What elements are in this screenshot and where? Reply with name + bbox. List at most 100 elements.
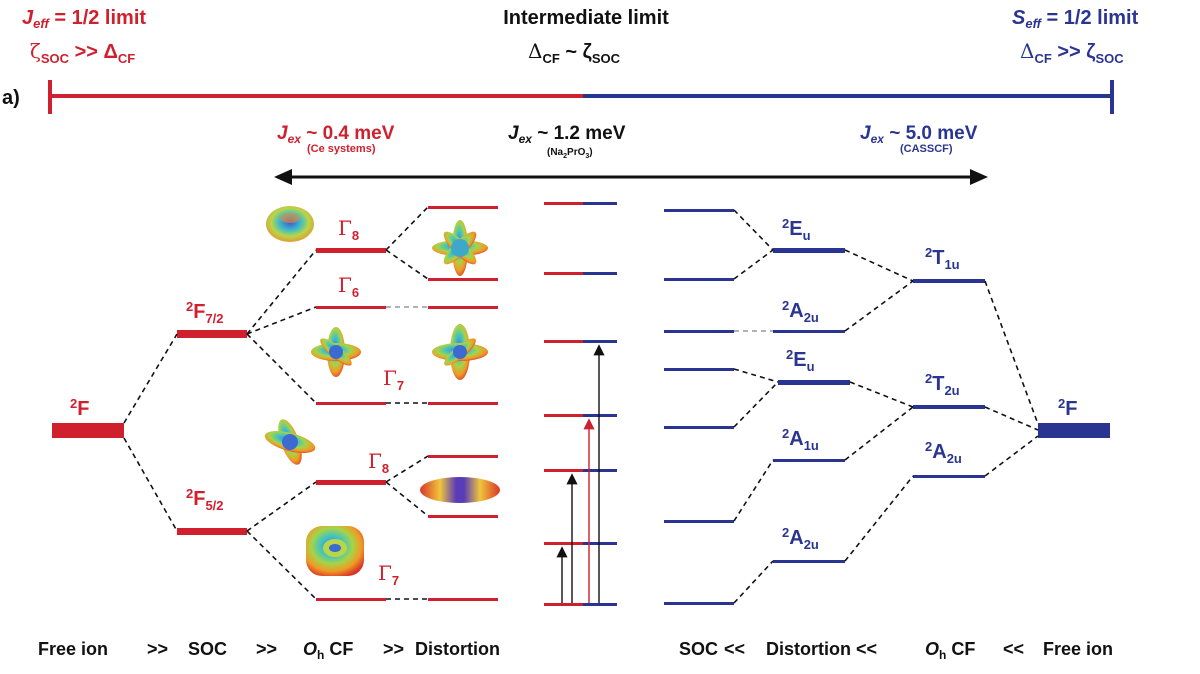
left-level-diagram: 2F 2F7/2 2F5/2 Γ8 Γ6 Γ7 Γ8 Γ7 — [52, 206, 498, 601]
panel-label: a) — [2, 87, 20, 109]
caption-op-3: >> — [383, 639, 404, 659]
free-ion-label-right: 2F — [1058, 396, 1077, 420]
rdist-level-1 — [664, 209, 734, 212]
gamma7-bottom-label: Γ7 — [378, 561, 399, 588]
middle-level-3 — [544, 340, 617, 343]
exchange-middle: Jex ~ 1.2 meV — [508, 123, 626, 146]
bottom-left-caption: Free ion >> SOC >> Oh CF >> Distortion — [38, 639, 500, 662]
a2u-bottom-level — [773, 560, 845, 563]
gamma7-bottom-level — [316, 598, 386, 601]
caption-op-4: << — [724, 639, 745, 659]
rdist-level-3 — [664, 330, 734, 333]
dist-level-1 — [428, 206, 498, 209]
right-limit-relation: ΔCF >> ζSOC — [1020, 39, 1124, 66]
middle-level-7 — [544, 603, 617, 606]
free-ion-level-right — [1038, 423, 1110, 438]
exchange-left: Jex ~ 0.4 meV — [277, 123, 395, 146]
f72-label: 2F7/2 — [186, 299, 224, 326]
caption-distortion-left: Distortion — [415, 639, 500, 659]
left-connectors — [123, 206, 429, 600]
rdist-level-6 — [664, 520, 734, 523]
caption-free-ion-right: Free ion — [1043, 639, 1113, 659]
caption-op-2: >> — [256, 639, 277, 659]
f72-level — [177, 330, 247, 338]
caption-op-1: >> — [147, 639, 168, 659]
gamma8-top-level — [316, 248, 386, 253]
t2u-level — [913, 405, 985, 409]
caption-distortion-right: Distortion — [766, 639, 851, 659]
free-ion-level-left — [52, 423, 124, 438]
f52-level — [177, 528, 247, 535]
dist-level-3 — [428, 306, 498, 309]
gamma7-top-label: Γ7 — [383, 366, 404, 393]
t1u-level — [913, 279, 985, 283]
caption-soc-right: SOC — [679, 639, 718, 659]
gamma8-bottom-level — [316, 480, 386, 485]
right-connectors — [733, 209, 1039, 604]
free-ion-label-left: 2F — [70, 396, 89, 420]
exchange-arrow-right-head — [970, 169, 988, 185]
caption-oh-cf-right: Oh CF — [925, 639, 975, 662]
a2u-top-level — [773, 330, 845, 333]
rdist-level-4 — [664, 368, 734, 371]
middle-level-2 — [544, 272, 617, 275]
gamma7-top-level — [316, 402, 386, 405]
middle-level-stack — [544, 202, 617, 606]
f52-label: 2F5/2 — [186, 486, 224, 513]
eu-mid-level — [778, 380, 850, 385]
dist-level-7 — [428, 598, 498, 601]
caption-oh-cf-left: Oh CF — [303, 639, 353, 662]
middle-level-1 — [544, 202, 617, 205]
t2u-label: 2T2u — [925, 371, 960, 398]
rdist-level-5 — [664, 426, 734, 429]
caption-soc-left: SOC — [188, 639, 227, 659]
gamma8-bottom-label: Γ8 — [368, 449, 389, 476]
gamma6-level — [316, 306, 386, 309]
rdist-level-2 — [664, 278, 734, 281]
dist-level-2 — [428, 278, 498, 281]
dist-level-4 — [428, 402, 498, 405]
middle-limit-title: Intermediate limit — [503, 7, 669, 29]
orbital-cube — [306, 526, 364, 576]
exchange-middle-note: (Na2PrO3) — [547, 147, 593, 160]
eu-mid-label: 2Eu — [786, 347, 815, 374]
middle-limit-relation: ΔCF ~ ζSOC — [528, 39, 621, 66]
caption-op-5: << — [856, 639, 877, 659]
dist-level-5 — [428, 455, 498, 458]
eu-top-level — [773, 248, 845, 253]
gamma8-top-label: Γ8 — [338, 216, 359, 243]
right-limit-title: Seff = 1/2 limit — [1012, 7, 1139, 31]
a2u-oh-level — [913, 475, 985, 478]
orbital-cross — [264, 419, 316, 465]
middle-level-5 — [544, 469, 617, 472]
left-limit-title: Jeff = 1/2 limit — [22, 7, 146, 31]
exchange-right: Jex ~ 5.0 meV — [860, 123, 978, 146]
exchange-left-note: (Ce systems) — [307, 143, 376, 155]
a2u-oh-label: 2A2u — [925, 439, 962, 466]
a2u-top-label: 2A2u — [782, 298, 819, 325]
orbital-star-top — [432, 220, 488, 276]
dist-level-6 — [428, 515, 498, 518]
orbital-clover-left — [311, 327, 361, 377]
middle-level-6 — [544, 542, 617, 545]
orbital-dumbbell — [420, 477, 500, 503]
t1u-label: 2T1u — [925, 245, 960, 272]
a1u-level — [773, 459, 845, 462]
exchange-arrow-left-head — [274, 169, 292, 185]
a1u-label: 2A1u — [782, 426, 819, 453]
left-limit-relation: ζSOC >> ΔCF — [30, 39, 135, 66]
orbital-clover-right — [432, 324, 488, 380]
orbital-disc — [266, 206, 314, 242]
a2u-bottom-label: 2A2u — [782, 525, 819, 552]
rdist-level-7 — [664, 602, 734, 605]
bottom-right-caption: SOC << Distortion << Oh CF << Free ion — [679, 639, 1113, 662]
orbital-shapes — [264, 206, 500, 576]
exchange-right-note: (CASSCF) — [900, 143, 953, 155]
caption-free-ion-left: Free ion — [38, 639, 108, 659]
right-level-diagram: 2Eu 2A2u 2Eu 2A1u 2A2u 2T1u 2T2u 2A2u 2F — [664, 209, 1110, 605]
caption-op-6: << — [1003, 639, 1024, 659]
gamma6-label: Γ6 — [338, 273, 359, 300]
eu-top-label: 2Eu — [782, 216, 811, 243]
